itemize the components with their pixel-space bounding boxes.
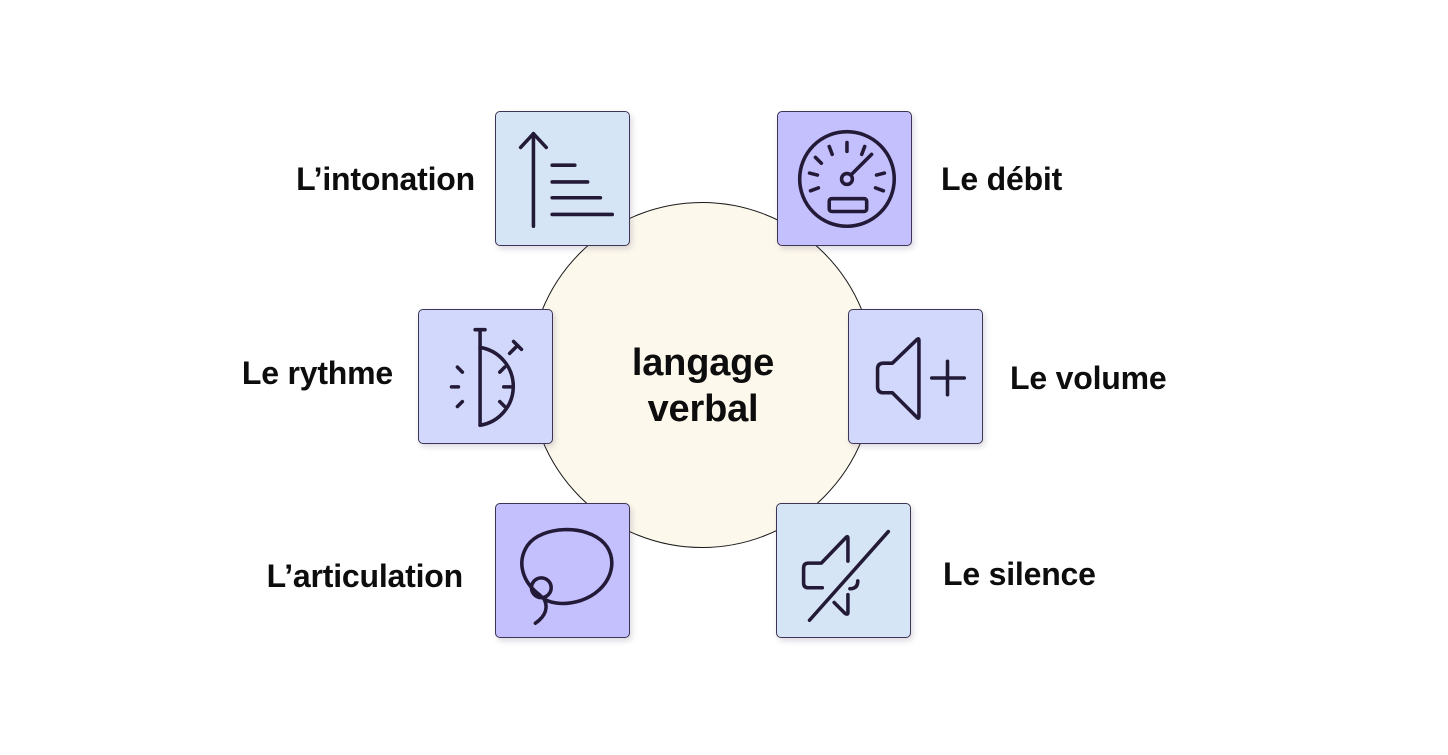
center-title: langage verbal	[580, 340, 826, 432]
half-stopwatch-icon	[449, 327, 524, 428]
silence-label: Le silence	[943, 556, 1096, 592]
center-title-line1: langage	[631, 342, 775, 384]
silence-box	[776, 503, 911, 638]
mute-icon	[801, 529, 891, 623]
articulation-label: L’articulation	[266, 558, 464, 594]
pitch-arrow-lines-icon	[518, 131, 615, 229]
rythme-label: Le rythme	[241, 355, 393, 391]
speedometer-icon	[797, 129, 897, 229]
center-circle	[529, 202, 875, 548]
intonation-box	[495, 111, 630, 246]
mouth-loop-icon	[520, 527, 614, 625]
articulation-box	[495, 503, 630, 638]
rythme-box	[418, 309, 553, 444]
volume-label: Le volume	[1010, 360, 1167, 396]
debit-box	[777, 111, 912, 246]
center-title-line2: verbal	[647, 388, 759, 430]
volume-box	[848, 309, 983, 444]
debit-label: Le débit	[941, 161, 1063, 197]
volume-up-icon	[875, 337, 967, 420]
intonation-label: L’intonation	[296, 161, 475, 197]
